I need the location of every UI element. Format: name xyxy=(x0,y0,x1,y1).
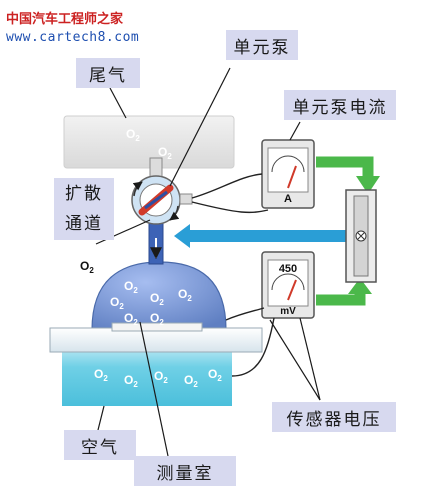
voltage-meter-unit: mV xyxy=(280,306,296,317)
label-sensor-voltage: 传感器电压 xyxy=(272,402,396,432)
o2-dome-2: O2 xyxy=(150,291,164,307)
pointer-sensor-voltage-2 xyxy=(269,319,321,401)
current-meter-unit: A xyxy=(284,193,292,205)
electrode xyxy=(111,322,203,332)
o2-exhaust-2: O2 xyxy=(158,145,172,161)
o2-outside: O2 xyxy=(80,259,94,275)
voltage-meter-value: 450 xyxy=(279,263,297,275)
label-pump-current: 单元泵电流 xyxy=(284,90,396,120)
pointer-unit-pump xyxy=(169,67,231,187)
pointer-air xyxy=(97,405,105,431)
pointer-sensor-voltage xyxy=(299,317,321,401)
controller-unit xyxy=(345,189,377,283)
label-air: 空气 xyxy=(64,430,136,460)
o2-exhaust-1: O2 xyxy=(126,127,140,143)
pointer-exhaust xyxy=(109,87,127,119)
feedback-flow-arrowhead xyxy=(174,224,190,248)
pointer-pump-current xyxy=(289,121,301,141)
pointer-chamber xyxy=(139,321,169,457)
o2-dome-3: O2 xyxy=(178,287,192,303)
current-meter xyxy=(261,139,315,209)
wire-pump-to-meter-2 xyxy=(191,201,269,214)
unit-pump xyxy=(131,157,193,225)
pointer-diffusion xyxy=(95,219,151,245)
exhaust-channel xyxy=(63,115,235,169)
green-arrow-top xyxy=(316,156,374,180)
label-exhaust: 尾气 xyxy=(76,58,140,88)
ceramic-plate xyxy=(49,327,263,353)
o2-dome-4: O2 xyxy=(110,295,124,311)
o2-dome-1: O2 xyxy=(124,279,138,295)
green-arrow-bottom-head xyxy=(348,278,372,294)
watermark-cn: 中国汽车工程师之家 xyxy=(6,12,124,27)
label-diffusion-channel: 扩散通道 xyxy=(54,178,114,240)
o2-dome-5: O2 xyxy=(150,311,164,327)
wire-chamber-to-vmeter xyxy=(225,307,265,321)
wire-air-to-vmeter xyxy=(231,317,275,377)
voltage-meter xyxy=(261,251,315,319)
green-arrow-top-head xyxy=(356,176,380,194)
o2-air-5: O2 xyxy=(208,367,222,383)
o2-air-3: O2 xyxy=(154,369,168,385)
wire-pump-to-meter xyxy=(191,173,263,199)
o2-air-4: O2 xyxy=(184,373,198,389)
label-unit-pump: 单元泵 xyxy=(226,30,298,60)
o2-air-1: O2 xyxy=(94,367,108,383)
o2-air-2: O2 xyxy=(124,373,138,389)
label-diffusion-text: 扩散通道 xyxy=(65,184,103,234)
watermark-url: www.cartech8.com xyxy=(6,30,140,45)
label-measuring-chamber: 测量室 xyxy=(134,456,236,486)
o2-dome-6: O2 xyxy=(124,311,138,327)
o2-molecules: O2 O2 O2 O2 O2 O2 O2 O2 O2 O2 O2 O2 O2 xyxy=(94,127,222,389)
